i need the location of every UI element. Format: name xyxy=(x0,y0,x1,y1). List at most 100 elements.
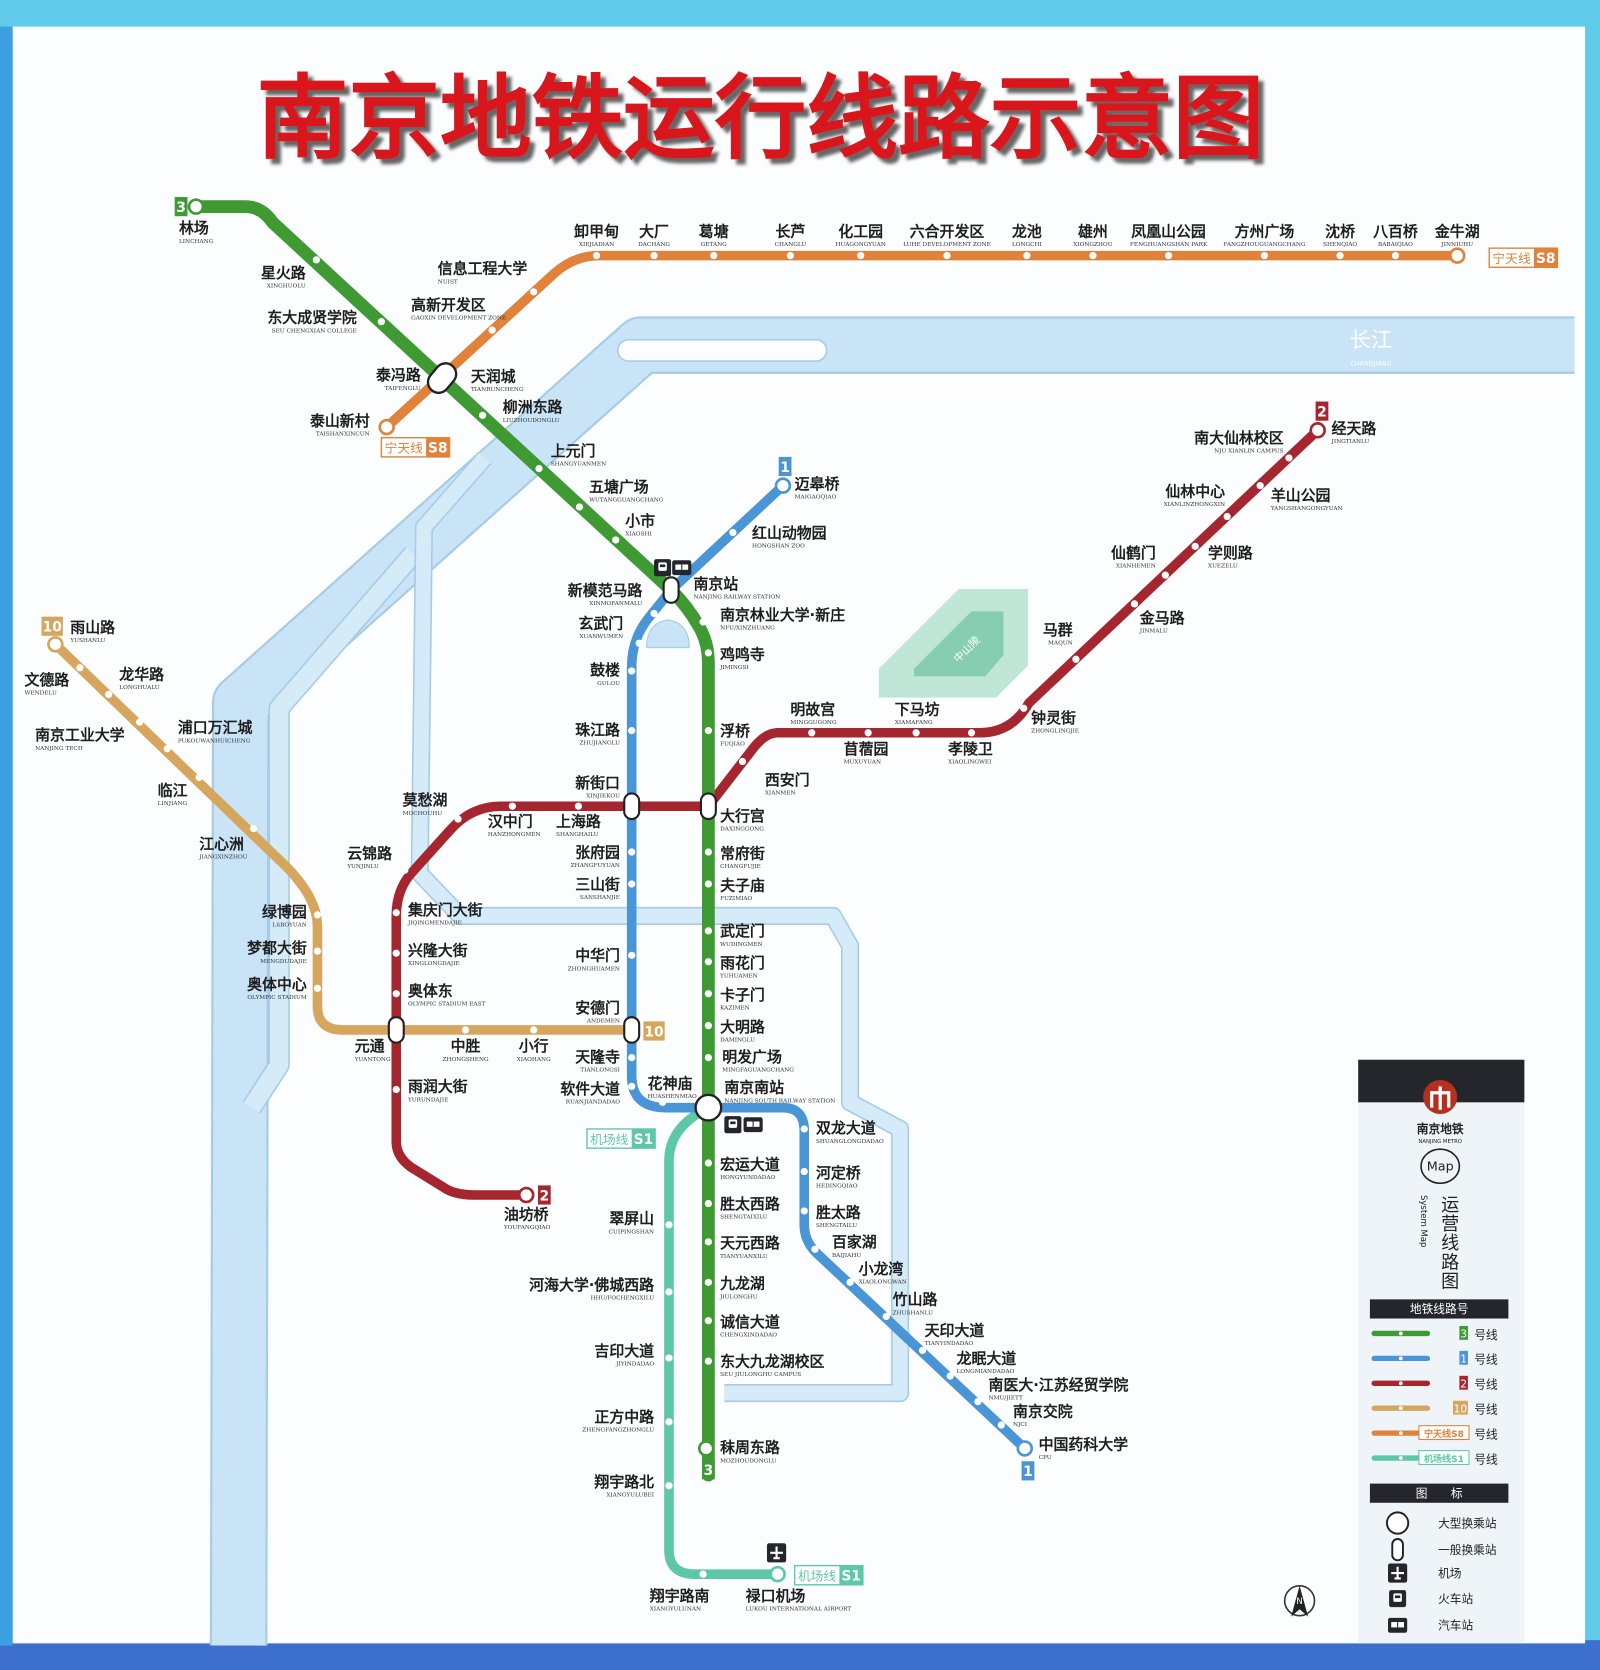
station-dot[interactable] xyxy=(665,1288,673,1296)
station-dot[interactable] xyxy=(665,1418,673,1426)
station[interactable] xyxy=(704,848,713,856)
station[interactable] xyxy=(105,690,113,699)
station-name[interactable]: 沈桥 xyxy=(1325,222,1355,240)
station-name[interactable]: 新街口 xyxy=(575,774,620,792)
station[interactable] xyxy=(628,1053,636,1062)
station-dot[interactable] xyxy=(738,757,747,766)
station-dot[interactable] xyxy=(997,1421,1005,1429)
station-dot[interactable] xyxy=(704,1053,713,1062)
station[interactable] xyxy=(628,951,636,959)
station-dot[interactable] xyxy=(575,503,584,511)
station[interactable] xyxy=(313,984,322,992)
station-name[interactable]: 诚信大道 xyxy=(720,1313,780,1331)
major-interchange-marker[interactable] xyxy=(424,359,461,397)
station[interactable] xyxy=(47,636,64,653)
station-dot[interactable] xyxy=(704,727,713,735)
station-dot[interactable] xyxy=(508,802,517,810)
station[interactable] xyxy=(1020,704,1028,712)
station-dot[interactable] xyxy=(967,729,976,737)
station-dot[interactable] xyxy=(857,251,865,260)
station-name[interactable]: 钟灵街 xyxy=(1031,709,1076,727)
station[interactable] xyxy=(665,1482,673,1490)
station[interactable] xyxy=(195,773,203,782)
station-name[interactable]: 中国药科大学 xyxy=(1039,1436,1129,1454)
station-name[interactable]: 南京站 xyxy=(693,575,738,593)
station[interactable] xyxy=(628,727,636,735)
station-dot[interactable] xyxy=(628,1053,636,1062)
station[interactable] xyxy=(704,1053,713,1062)
station-name[interactable]: 大厂 xyxy=(639,222,669,240)
station-dot[interactable] xyxy=(800,1125,808,1133)
station-dot[interactable] xyxy=(392,949,400,957)
station[interactable] xyxy=(508,802,517,810)
station[interactable] xyxy=(1072,655,1080,663)
station-dot[interactable] xyxy=(882,1312,890,1321)
interchange-station-marker[interactable] xyxy=(387,1016,405,1044)
station-dot[interactable] xyxy=(1089,251,1097,260)
station[interactable] xyxy=(857,251,865,260)
station-name[interactable]: 孝陵卫 xyxy=(947,740,993,758)
station-dot[interactable] xyxy=(312,256,320,264)
station-name[interactable]: 红山动物园 xyxy=(752,524,827,542)
station-name[interactable]: 东大成贤学院 xyxy=(267,309,357,327)
station-dot[interactable] xyxy=(1072,655,1080,663)
station[interactable] xyxy=(623,1016,641,1044)
station-name[interactable]: 莫愁湖 xyxy=(403,791,448,809)
station[interactable] xyxy=(912,729,920,737)
station[interactable] xyxy=(774,477,792,494)
station-name[interactable]: 梦都大街 xyxy=(247,939,307,957)
station-name[interactable]: 兴隆大街 xyxy=(408,941,468,959)
station-dot[interactable] xyxy=(628,848,636,856)
station-dot[interactable] xyxy=(392,990,400,998)
station-name[interactable]: 卡子门 xyxy=(720,986,765,1004)
terminal-station-marker[interactable] xyxy=(698,1440,715,1457)
station-name[interactable]: 学则路 xyxy=(1208,544,1254,562)
station-name[interactable]: 信息工程大学 xyxy=(438,260,528,278)
station-dot[interactable] xyxy=(195,773,203,782)
station[interactable] xyxy=(628,1082,636,1090)
station-name[interactable]: 软件大道 xyxy=(560,1080,620,1098)
station-name[interactable]: 雨花门 xyxy=(720,954,765,972)
station-name[interactable]: 河定桥 xyxy=(816,1164,861,1182)
station-dot[interactable] xyxy=(530,288,538,296)
station-name[interactable]: 西安门 xyxy=(765,771,810,789)
station-dot[interactable] xyxy=(635,639,643,647)
station-dot[interactable] xyxy=(1023,251,1031,260)
station-dot[interactable] xyxy=(699,1570,707,1578)
station-name[interactable]: 迈皋桥 xyxy=(795,475,840,493)
station-dot[interactable] xyxy=(1260,251,1269,260)
station-name[interactable]: 天隆寺 xyxy=(575,1048,620,1066)
station[interactable] xyxy=(1336,251,1344,260)
station[interactable] xyxy=(967,729,976,737)
major-interchange-marker[interactable] xyxy=(694,1093,723,1122)
station-dot[interactable] xyxy=(628,667,636,675)
station-dot[interactable] xyxy=(918,1346,927,1355)
station-name[interactable]: 长芦 xyxy=(776,222,806,240)
terminal-station-marker[interactable] xyxy=(47,636,64,653)
station-dot[interactable] xyxy=(628,727,636,735)
station-dot[interactable] xyxy=(488,326,496,334)
station-name[interactable]: 柳洲东路 xyxy=(503,398,564,416)
station-name[interactable]: 金牛湖 xyxy=(1434,222,1480,240)
station[interactable] xyxy=(313,911,322,919)
station[interactable] xyxy=(478,411,487,419)
station-name[interactable]: 张府园 xyxy=(575,843,620,861)
station-dot[interactable] xyxy=(592,251,601,260)
terminal-station-marker[interactable] xyxy=(1016,1440,1034,1457)
station-name[interactable]: 奥体中心 xyxy=(247,975,307,993)
station[interactable] xyxy=(699,1570,707,1578)
station-name[interactable]: 雨润大街 xyxy=(408,1078,468,1096)
station[interactable] xyxy=(704,1022,713,1030)
station[interactable] xyxy=(1089,251,1097,260)
station-dot[interactable] xyxy=(535,465,543,473)
station-name[interactable]: 集庆门大街 xyxy=(407,901,483,919)
station-dot[interactable] xyxy=(76,664,84,672)
station-name[interactable]: 三山街 xyxy=(575,875,620,893)
station[interactable] xyxy=(729,528,737,537)
station-name[interactable]: 元通 xyxy=(355,1037,385,1055)
station[interactable] xyxy=(392,949,400,957)
station-dot[interactable] xyxy=(628,1082,636,1090)
station-dot[interactable] xyxy=(1164,251,1173,260)
station-name[interactable]: 云锦路 xyxy=(347,844,393,862)
station-name[interactable]: 羊山公园 xyxy=(1271,487,1331,505)
